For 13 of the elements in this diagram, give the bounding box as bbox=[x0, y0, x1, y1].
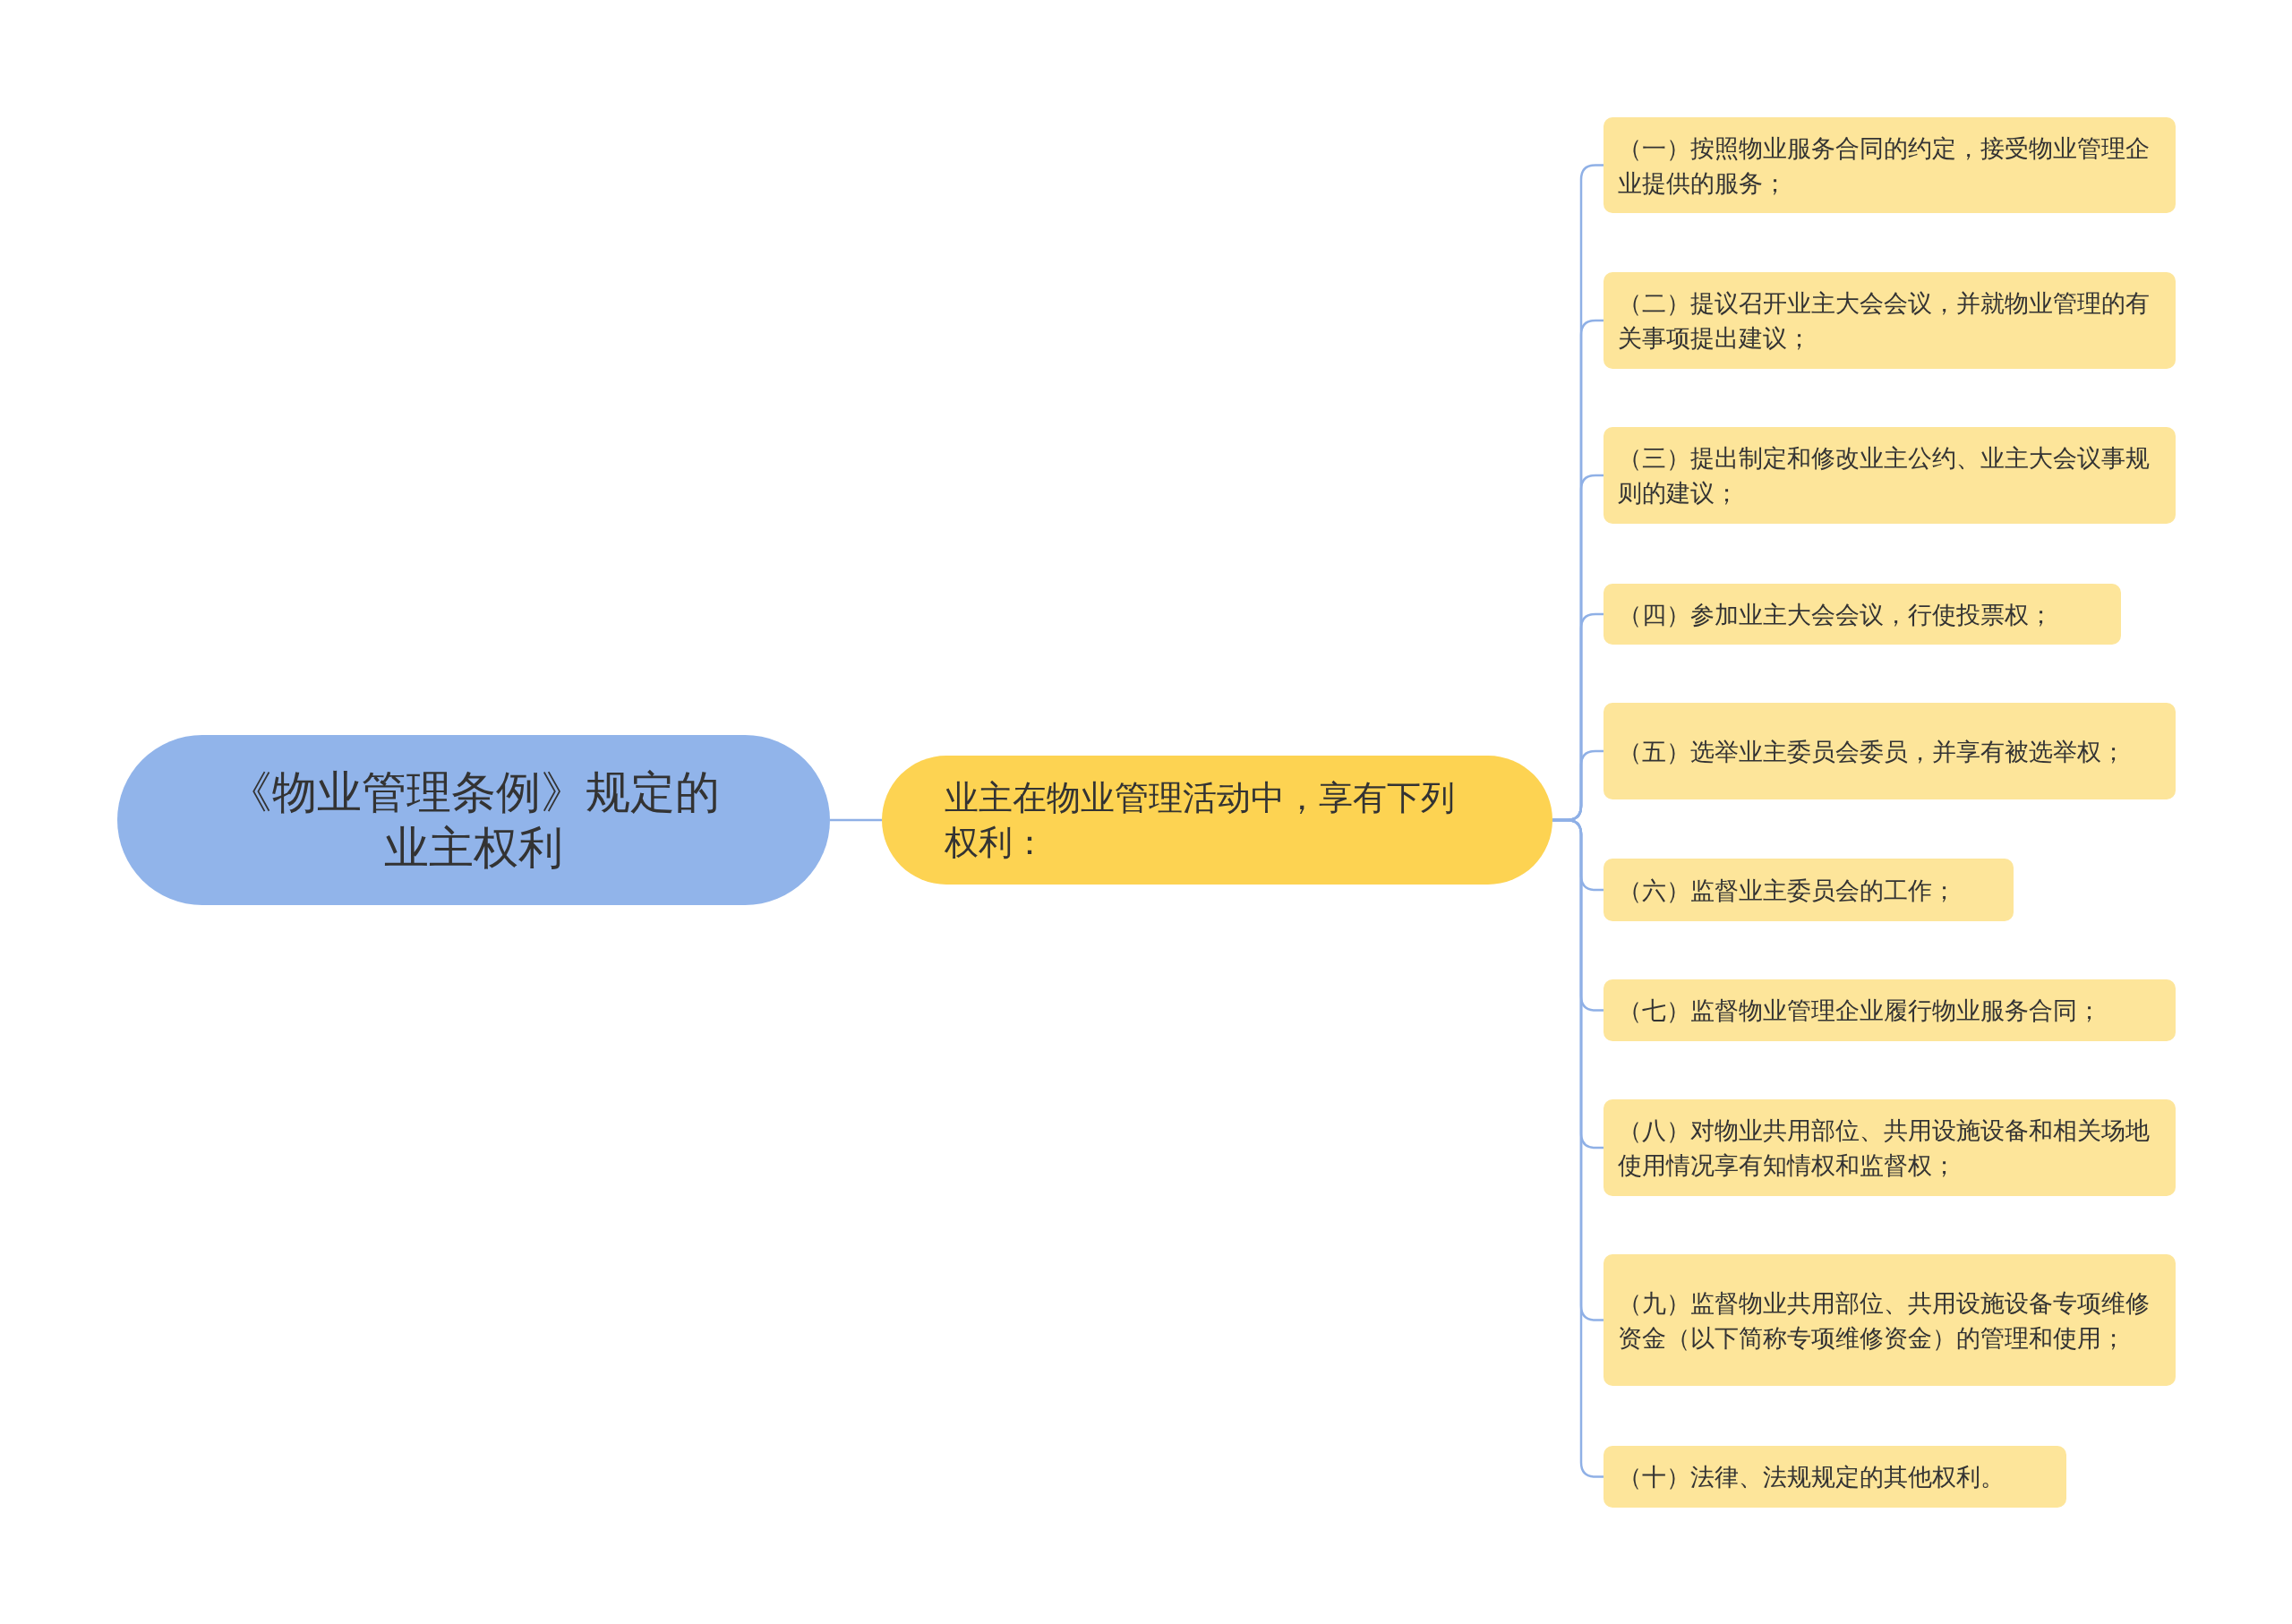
topic-box: 业主在物业管理活动中，享有下列权利： bbox=[882, 756, 1552, 885]
root-topic-box: 《物业管理条例》规定的业主权利 bbox=[117, 735, 830, 905]
subtopic-box: （八）对物业共用部位、共用设施设备和相关场地使用情况享有知情权和监督权； bbox=[1604, 1099, 2176, 1196]
subtopic-box: （十）法律、法规规定的其他权利。 bbox=[1604, 1446, 2066, 1508]
subtopic-box: （四）参加业主大会会议，行使投票权； bbox=[1604, 584, 2121, 645]
subtopic-box: （五）选举业主委员会委员，并享有被选举权； bbox=[1604, 703, 2176, 799]
connector-line bbox=[830, 818, 882, 822]
subtopic-box: （二）提议召开业主大会会议，并就物业管理的有关事项提出建议； bbox=[1604, 272, 2176, 369]
subtopic-box: （九）监督物业共用部位、共用设施设备专项维修资金（以下简称专项维修资金）的管理和使用； bbox=[1604, 1254, 2176, 1386]
subtopic-box: （六）监督业主委员会的工作； bbox=[1604, 859, 2014, 921]
subtopic-box: （七）监督物业管理企业履行物业服务合同； bbox=[1604, 979, 2176, 1041]
subtopic-box: （一）按照物业服务合同的约定，接受物业管理企业提供的服务； bbox=[1604, 117, 2176, 213]
subtopic-box: （三）提出制定和修改业主公约、业主大会议事规则的建议； bbox=[1604, 427, 2176, 524]
